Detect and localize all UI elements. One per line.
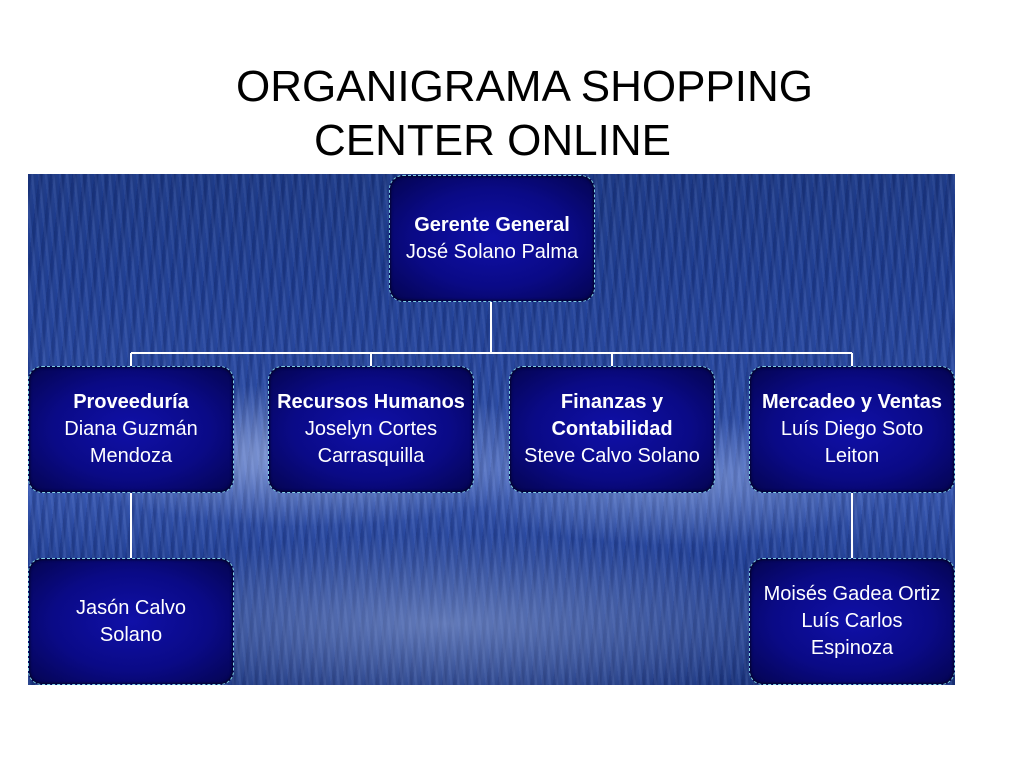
node-names: Luís Diego Soto Leiton [780,418,924,467]
node-mercadeo-sub: Moisés Gadea Ortiz Luís Carlos Espinoza [749,558,955,685]
node-recursos-humanos: Recursos Humanos Joselyn Cortes Carrasqu… [268,366,474,493]
node-names: Moisés Gadea Ortiz Luís Carlos Espinoza [763,583,941,659]
node-names: Jasón Calvo Solano [75,596,187,646]
node-proveeduria: Proveeduría Diana Guzmán Mendoza [28,366,234,493]
node-names: Joselyn Cortes Carrasquilla [304,418,438,467]
node-role: Finanzas y Contabilidad [551,391,673,440]
node-mercadeo-ventas: Mercadeo y Ventas Luís Diego Soto Leiton [749,366,955,493]
node-names: Steve Calvo Solano [524,445,700,467]
node-role: Proveeduría [73,391,189,413]
chart-title-line-2: CENTER ONLINE [314,116,671,165]
node-proveeduria-sub: Jasón Calvo Solano [28,558,234,685]
chart-title-line-1: ORGANIGRAMA SHOPPING [236,62,813,111]
node-role: Mercadeo y Ventas [761,391,943,413]
node-names: José Solano Palma [405,240,579,263]
node-role: Recursos Humanos [277,391,465,413]
node-role: Gerente General [414,213,570,236]
node-finanzas-contabilidad: Finanzas y Contabilidad Steve Calvo Sola… [509,366,715,493]
node-names: Diana Guzmán Mendoza [64,418,198,467]
node-gerente-general: Gerente General José Solano Palma [389,175,595,302]
